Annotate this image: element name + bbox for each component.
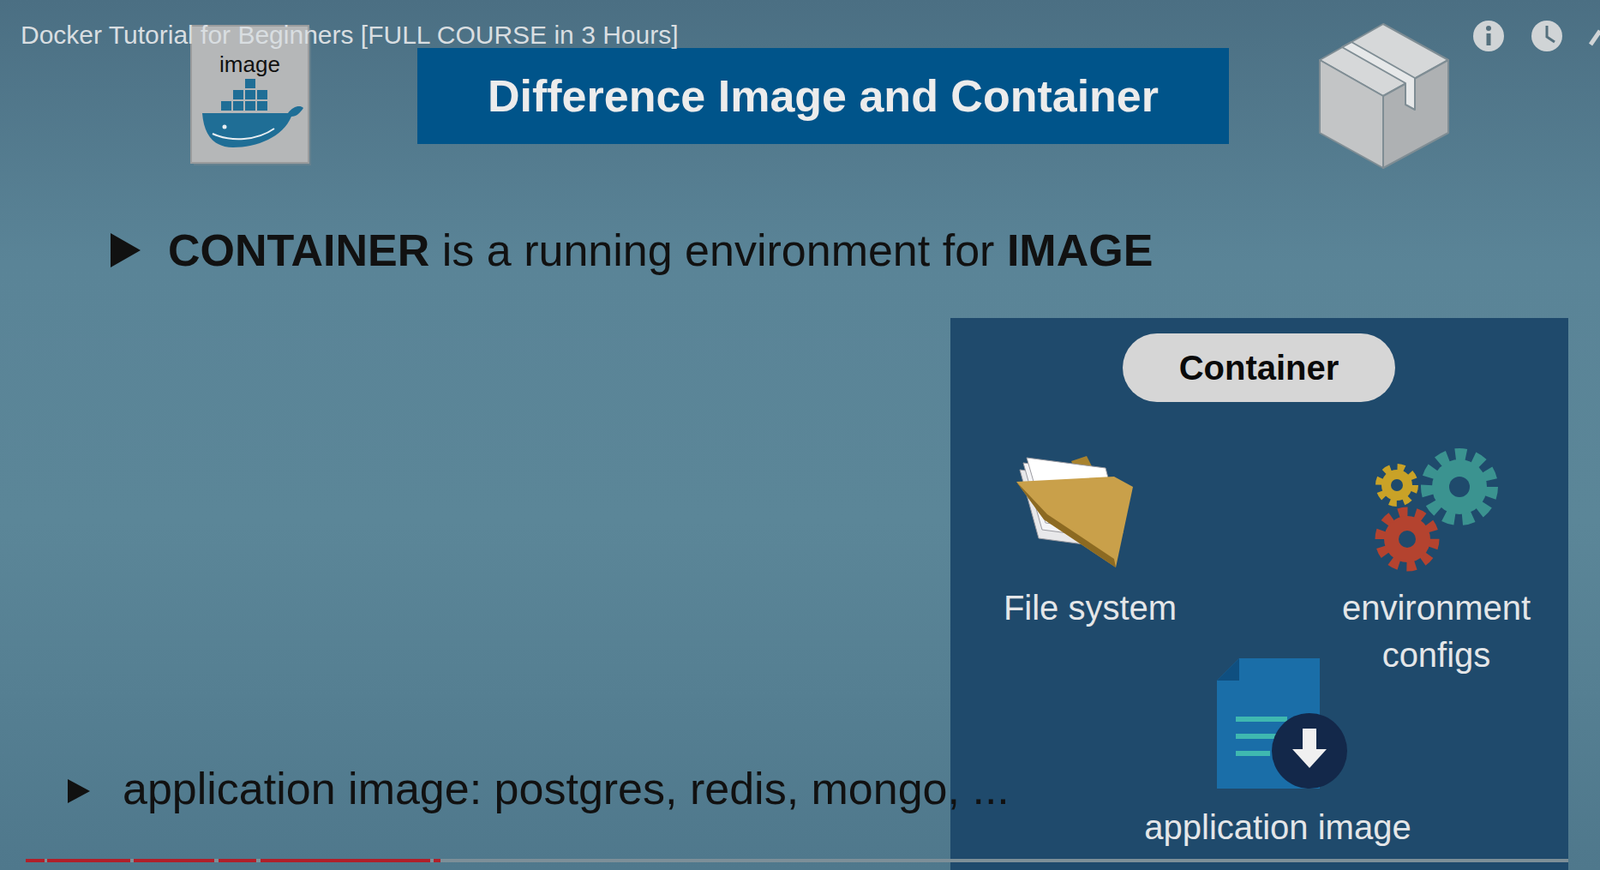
progress-bar [25,858,1569,863]
package-cube-icon [1319,23,1449,168]
bullet-triangle [110,233,141,268]
player-icons [1473,20,1600,52]
bullet-keyword: CONTAINER [167,224,430,276]
slide-title: Difference Image and Container [417,47,1229,144]
container-panel: File system environment configs applicatio… [950,317,1569,870]
document-download-icon [1216,658,1348,789]
bullet-text: is a running environment for [442,224,995,276]
bullet-triangle [67,779,90,803]
bullet-keyword: IMAGE [1006,224,1153,276]
folder-icon [1016,455,1133,568]
bullet-line: CONTAINERis a running environment forIMA… [167,224,1153,276]
panel-label: environment configs [1307,584,1565,679]
panel-label: application image [1106,803,1450,851]
title-banner [417,47,1229,144]
container-pill: Container [1122,333,1396,402]
pill-label: Container [1179,348,1340,388]
icon-label: image [191,51,309,78]
video-title-overlay: Docker Tutorial for Beginners [FULL COUR… [20,20,679,50]
panel-ground [950,317,1569,870]
gears-icon [1379,455,1491,565]
panel-label: File system [961,584,1219,632]
bullet-text: application image: postgres, redis, mong… [122,762,1010,815]
